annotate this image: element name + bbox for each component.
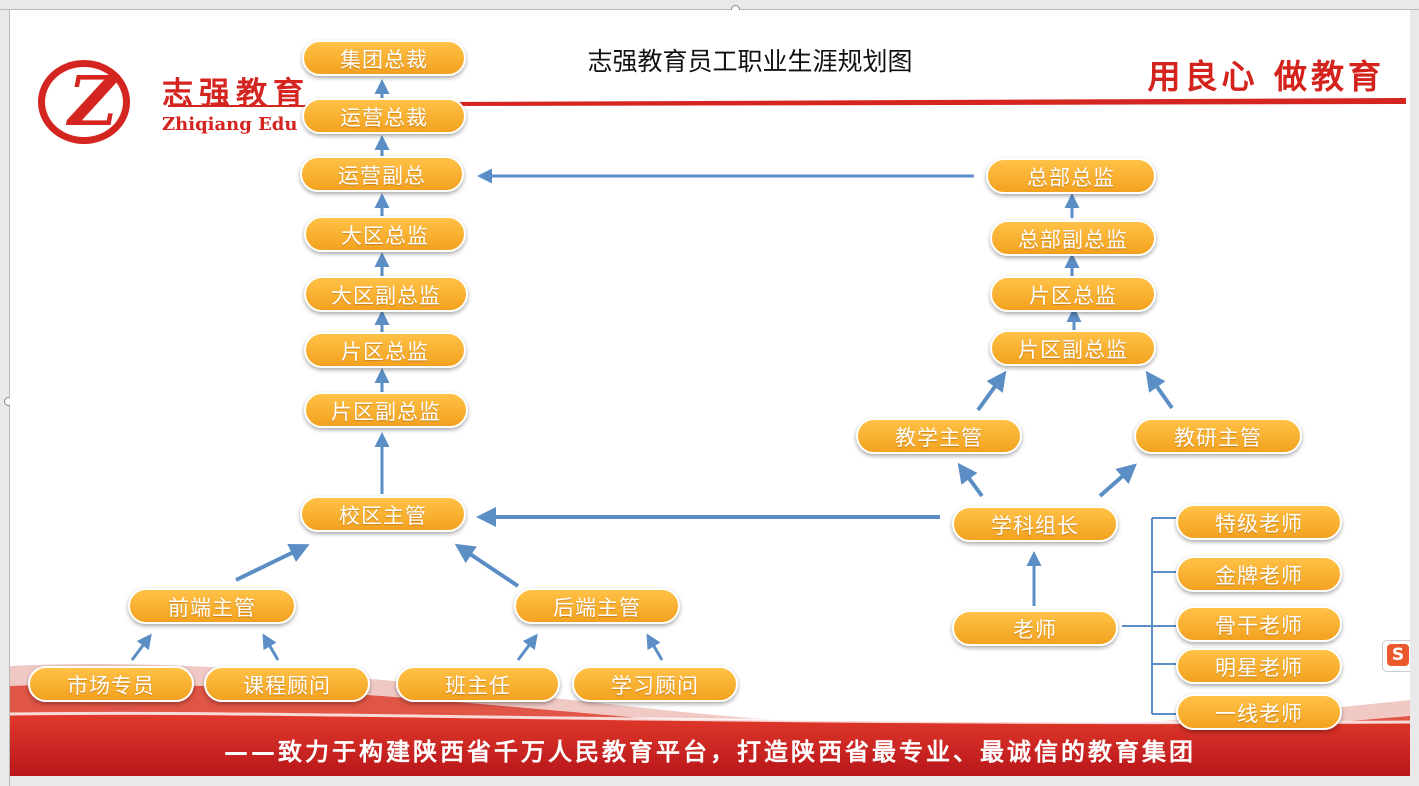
node-area-director-right: 片区总监	[990, 276, 1156, 312]
node-region-director: 大区总监	[304, 216, 466, 252]
node-ops-president: 运营总裁	[302, 98, 466, 134]
node-frontend-manager: 前端主管	[128, 588, 296, 624]
node-subject-leader: 学科组长	[952, 506, 1118, 542]
node-star-teacher: 明星老师	[1176, 648, 1342, 684]
arrow-study-to-backend	[646, 633, 664, 661]
arrow-backend-to-campus	[454, 543, 520, 588]
node-hq-deputy: 总部副总监	[990, 220, 1156, 256]
footer-band	[10, 713, 1410, 776]
selection-border-top	[0, 9, 1419, 10]
node-gold-teacher: 金牌老师	[1176, 556, 1342, 592]
node-teacher: 老师	[952, 610, 1118, 646]
teacher-type-bracket	[1122, 517, 1176, 715]
node-marketing-specialist: 市场专员	[28, 666, 194, 702]
arrow-subject-to-research	[1098, 463, 1137, 498]
node-area-director-left: 片区总监	[304, 332, 466, 368]
logo-english-name: Zhiqiang Edu	[162, 114, 298, 135]
node-course-consultant: 课程顾问	[204, 666, 370, 702]
node-special-teacher: 特级老师	[1176, 504, 1342, 540]
node-teaching-manager: 教学主管	[856, 418, 1022, 454]
node-ops-vp: 运营副总	[300, 156, 464, 192]
ime-badge[interactable]: S	[1382, 640, 1410, 672]
footer-swoosh-white	[10, 711, 1410, 725]
node-group-president: 集团总裁	[302, 40, 466, 76]
logo-letter: Z	[68, 62, 118, 142]
header-rule	[450, 98, 1406, 106]
node-head-teacher: 班主任	[396, 666, 560, 702]
logo-chinese-name: 志强教育	[162, 76, 310, 112]
arrow-course-to-frontend	[262, 633, 280, 661]
slogan: 用良心 做教育	[1147, 57, 1385, 96]
arrow-research-to-area-deputy	[1145, 370, 1174, 410]
node-area-deputy-right: 片区副总监	[990, 330, 1156, 366]
node-hq-director: 总部总监	[986, 158, 1156, 194]
node-research-manager: 教研主管	[1134, 418, 1302, 454]
slide-canvas: Z 志强教育 Zhiqiang Edu 志强教育员工职业生涯规划图 用良心 做教…	[10, 10, 1410, 776]
node-frontline-teacher: 一线老师	[1176, 694, 1342, 730]
ime-s-icon: S	[1387, 644, 1409, 666]
node-area-deputy-left: 片区副总监	[304, 392, 468, 428]
arrow-marketing-to-frontend	[130, 633, 152, 661]
arrow-subject-to-teaching	[957, 462, 984, 498]
node-campus-manager: 校区主管	[300, 496, 466, 532]
node-backbone-teacher: 骨干老师	[1176, 606, 1342, 642]
node-backend-manager: 后端主管	[514, 588, 680, 624]
logo-circle	[38, 60, 130, 144]
arrow-frontend-to-campus	[235, 543, 310, 582]
node-study-consultant: 学习顾问	[572, 666, 738, 702]
node-region-deputy: 大区副总监	[304, 276, 468, 312]
arrow-teaching-to-area-deputy	[976, 370, 1007, 412]
footer-tagline: ——致力于构建陕西省千万人民教育平台，打造陕西省最专业、最诚信的教育集团	[224, 738, 1196, 766]
diagram-title: 志强教育员工职业生涯规划图	[587, 47, 913, 76]
arrow-headteacher-to-backend	[516, 633, 538, 661]
